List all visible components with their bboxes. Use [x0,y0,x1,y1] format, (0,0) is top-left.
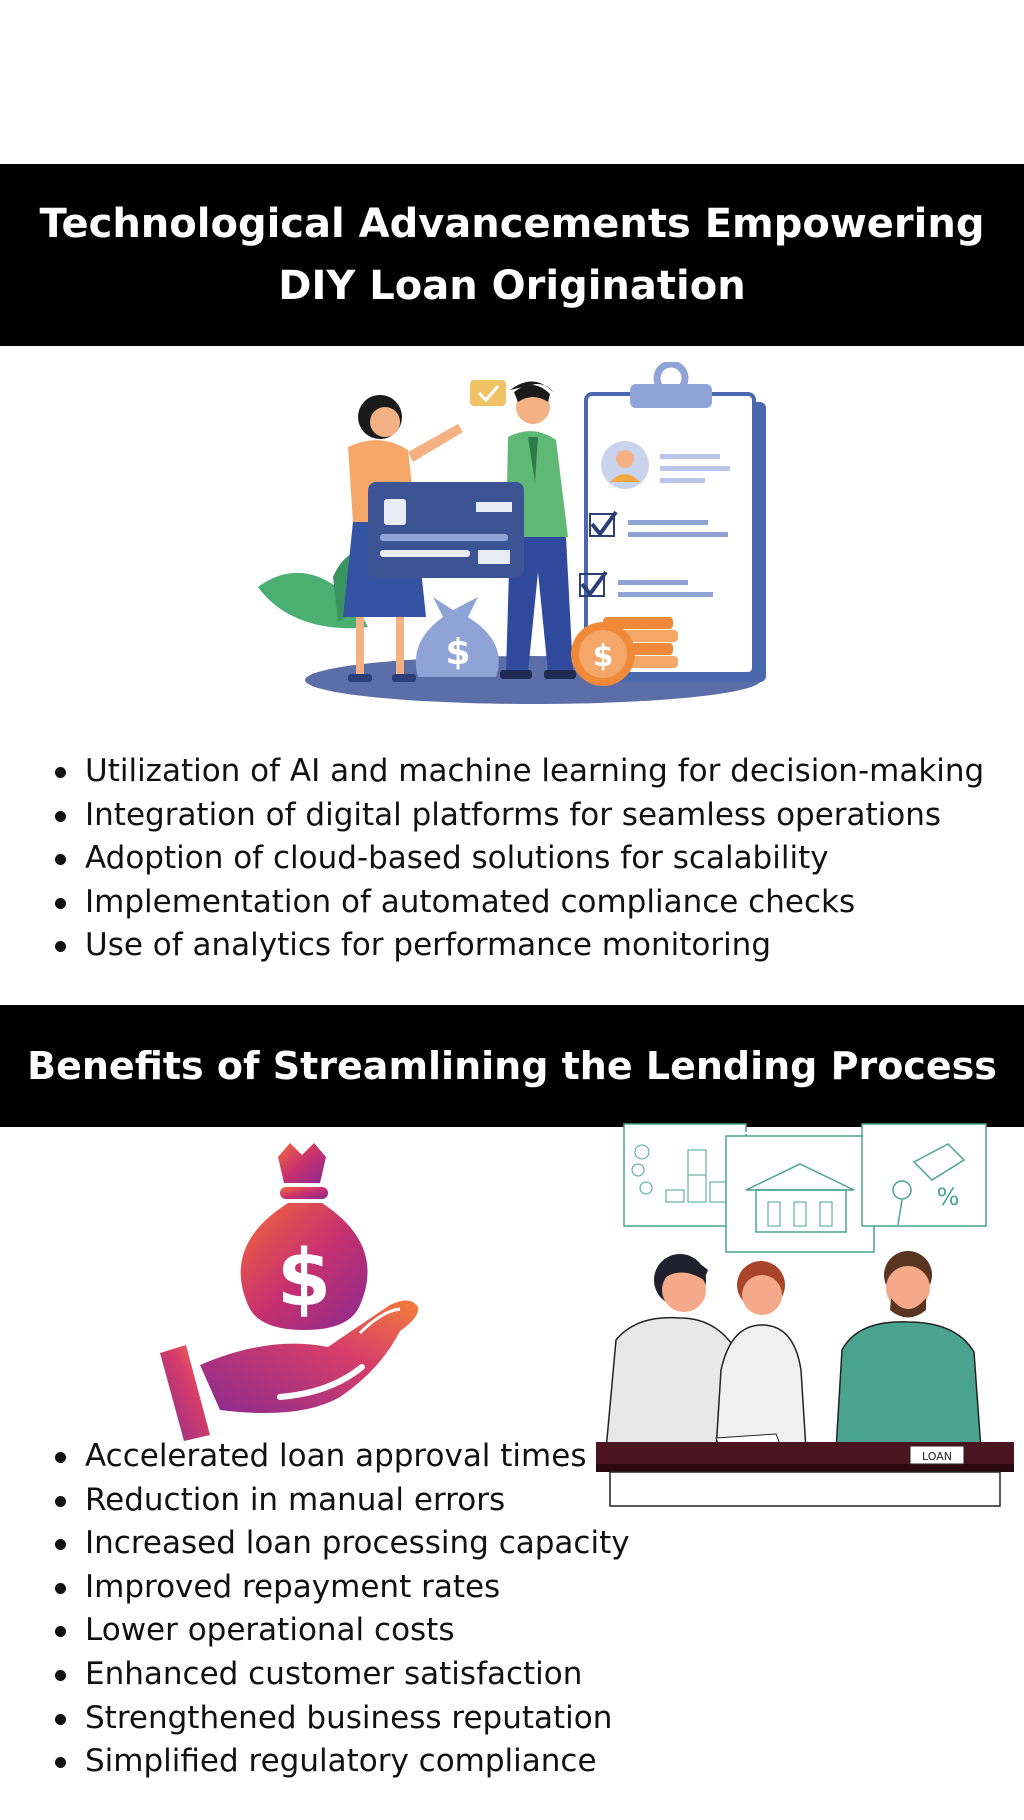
section1-title-line2: DIY Loan Origination [278,263,746,309]
money-bag-dollar-symbol: $ [445,632,470,673]
section1-banner: Technological Advancements Empowering DI… [0,164,1024,346]
list-item: Use of analytics for performance monitor… [52,924,984,968]
hand-money-bag-icon: $ [160,1143,419,1441]
section2-banner: Benefits of Streamlining the Lending Pro… [0,1005,1024,1127]
loan-application-illustration: $ $ [258,362,766,704]
list-item: Utilization of AI and machine learning f… [52,750,984,794]
list-item: Adoption of cloud-based solutions for sc… [52,837,984,881]
section2-bullet-list: Accelerated loan approval times Reductio… [52,1435,630,1784]
loan-meeting-illustration: % LOAN [596,1123,1014,1507]
percent-symbol: % [937,1183,960,1211]
list-item: Improved repayment rates [52,1566,630,1610]
hand-bag-dollar-symbol: $ [277,1234,331,1324]
list-item: Increased loan processing capacity [52,1522,630,1566]
section2-title: Benefits of Streamlining the Lending Pro… [27,1044,997,1088]
section1-title: Technological Advancements Empowering DI… [40,193,985,317]
section1-bullet-list: Utilization of AI and machine learning f… [52,750,984,968]
list-item: Accelerated loan approval times [52,1435,630,1479]
section1-title-line1: Technological Advancements Empowering [39,201,985,247]
loan-desk-sign: LOAN [922,1450,952,1463]
list-item: Implementation of automated compliance c… [52,881,984,925]
list-item: Strengthened business reputation [52,1697,630,1741]
list-item: Simplified regulatory compliance [52,1740,630,1784]
list-item: Reduction in manual errors [52,1479,630,1523]
list-item: Enhanced customer satisfaction [52,1653,630,1697]
list-item: Lower operational costs [52,1609,630,1653]
list-item: Integration of digital platforms for sea… [52,794,984,838]
coin-dollar-symbol: $ [593,639,614,674]
